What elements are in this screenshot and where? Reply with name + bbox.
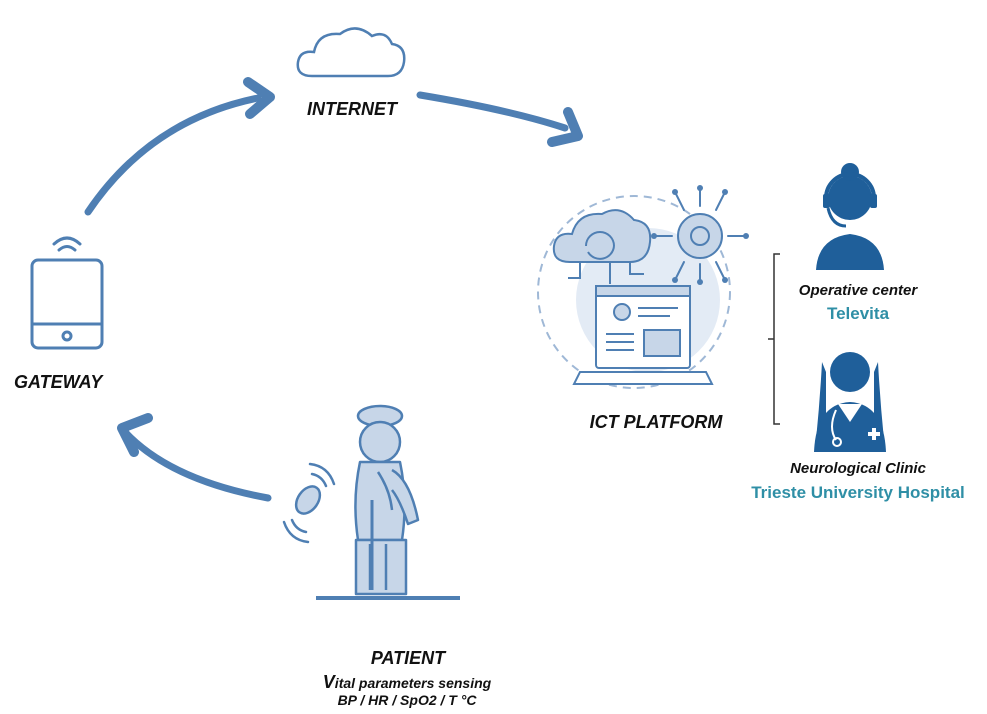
cloud-icon [296,27,406,78]
operative-center-title: Operative center [798,282,918,299]
cloud-sync-icon [552,209,652,284]
ict-platform-label: ICT PLATFORM [589,412,723,432]
vital-sensing-label: Vital parameters sensing [323,672,491,693]
flow-arrows [84,91,569,502]
vital-first-letter: V [322,672,335,692]
arrowhead-platform [547,107,583,147]
tablet-icon [30,236,104,350]
patient-label: PATIENT [370,648,446,668]
arrow-gateway-to-internet [84,94,262,216]
doctor-icon [814,352,886,452]
arrowhead-internet [243,77,275,119]
internet-label: INTERNET [307,99,397,119]
arrow-heads [117,77,583,457]
ict-platform-illustration [537,185,749,389]
gateway-label: GATEWAY [14,372,103,392]
arrow-patient-to-gateway [121,428,272,502]
arrowhead-gateway [117,413,153,457]
laptop-icon [572,285,714,385]
clinic-title: Neurological Clinic [790,460,926,477]
televita-label: Televita [826,304,890,323]
gear-icon [651,185,749,285]
bracket [768,253,780,425]
vital-rest: ital parameters sensing [334,675,492,691]
wifi-icon [52,236,82,252]
arrow-internet-to-platform [416,91,569,132]
headset-operator-icon [816,163,884,270]
elderly-patient-icon [316,404,460,600]
hospital-label: Trieste University Hospital [751,483,965,502]
parameters-label: BP / HR / SpO2 / T °C [337,692,477,708]
wearable-sensor-icon [282,462,336,544]
